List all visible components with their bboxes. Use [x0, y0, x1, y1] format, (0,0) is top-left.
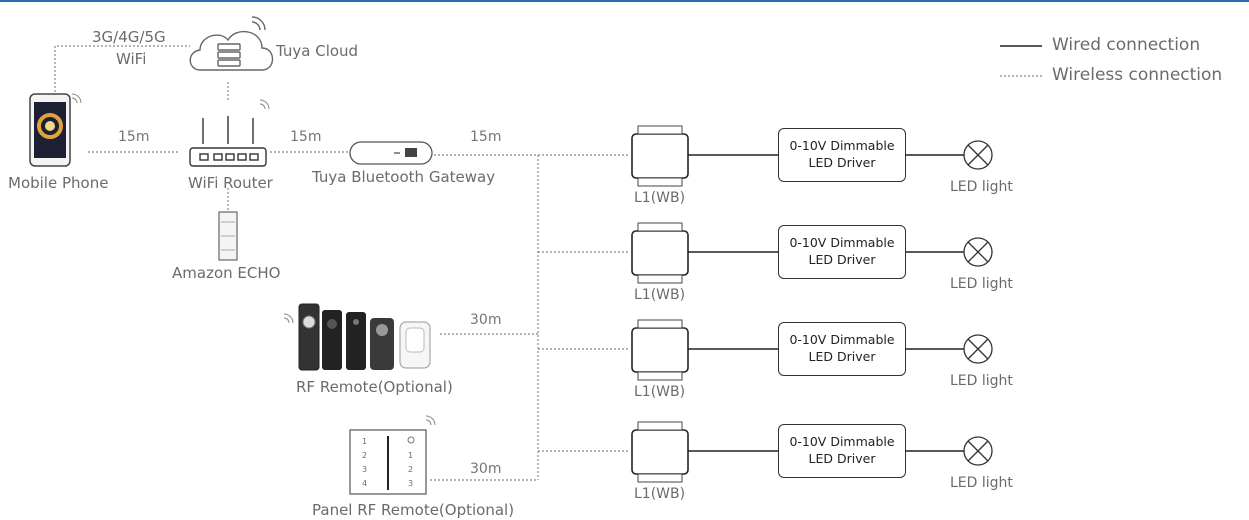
controller-label: L1(WB)	[634, 287, 686, 303]
controller-label: L1(WB)	[634, 190, 686, 206]
channel-2	[631, 222, 993, 284]
header-rule	[0, 0, 1249, 2]
panel-key-left-3: 3	[362, 465, 368, 474]
cloud-label: Tuya Cloud	[276, 42, 359, 60]
driver-line1: 0-10V Dimmable	[789, 332, 895, 348]
driver-line2: LED Driver	[808, 155, 876, 170]
led-light-label: LED light	[950, 475, 1013, 491]
distance-router-gateway: 15m	[290, 129, 322, 145]
panel-key-right-1: 1	[408, 451, 414, 460]
led-light-icon	[963, 334, 993, 364]
led-light-icon	[963, 436, 993, 466]
panel-key-right-3: 3	[408, 479, 414, 488]
led-driver-box: 0-10V Dimmable LED Driver	[778, 424, 906, 478]
wifi-router-icon	[189, 99, 270, 167]
led-driver-box: 0-10V Dimmable LED Driver	[778, 225, 906, 279]
tuya-gateway-icon	[349, 141, 433, 165]
distance-gateway-bus: 15m	[470, 129, 502, 145]
l1-controller-icon	[631, 429, 689, 475]
legend-wired-label: Wired connection	[1052, 35, 1201, 55]
wifi-label: WiFi	[116, 50, 147, 68]
distance-phone-router: 15m	[118, 129, 150, 145]
panel-key-left-2: 2	[362, 451, 368, 460]
l1-controller-icon	[631, 230, 689, 276]
phone-label: Mobile Phone	[8, 174, 109, 192]
driver-line2: LED Driver	[808, 451, 876, 466]
mobile-phone-icon	[29, 93, 82, 167]
driver-line1: 0-10V Dimmable	[789, 235, 895, 251]
channel-1	[631, 125, 993, 187]
controller-label: L1(WB)	[634, 384, 686, 400]
distance-rf-bus: 30m	[470, 312, 502, 328]
controller-label: L1(WB)	[634, 486, 686, 502]
panel-remote-label: Panel RF Remote(Optional)	[312, 501, 515, 519]
l1-controller-icon	[631, 133, 689, 179]
panel-key-left-4: 4	[362, 479, 368, 488]
legend-wireless-label: Wireless connection	[1052, 65, 1223, 85]
distance-panel-bus: 30m	[470, 461, 502, 477]
cellular-label: 3G/4G/5G	[92, 28, 166, 46]
driver-line2: LED Driver	[808, 252, 876, 267]
led-light-icon	[963, 237, 993, 267]
driver-line1: 0-10V Dimmable	[789, 138, 895, 154]
driver-line1: 0-10V Dimmable	[789, 434, 895, 450]
amazon-echo-icon	[218, 211, 238, 261]
led-driver-box: 0-10V Dimmable LED Driver	[778, 322, 906, 376]
gateway-label: Tuya Bluetooth Gateway	[312, 168, 496, 186]
led-driver-box: 0-10V Dimmable LED Driver	[778, 128, 906, 182]
led-light-label: LED light	[950, 179, 1013, 195]
wireless-links	[54, 45, 628, 481]
l1-controller-icon	[631, 327, 689, 373]
rf-remotes-icon	[283, 303, 431, 371]
cloud-icon	[189, 16, 274, 71]
led-light-label: LED light	[950, 373, 1013, 389]
driver-line2: LED Driver	[808, 349, 876, 364]
panel-key-left-1: 1	[362, 437, 368, 446]
rf-remote-label: RF Remote(Optional)	[296, 378, 453, 396]
router-label: WiFi Router	[188, 174, 273, 192]
link-phone-cloud	[54, 45, 190, 92]
led-light-icon	[963, 140, 993, 170]
channel-4	[631, 421, 993, 483]
panel-remote-icon	[349, 415, 436, 495]
panel-key-right-2: 2	[408, 465, 414, 474]
channel-3	[631, 319, 993, 381]
echo-label: Amazon ECHO	[172, 264, 281, 282]
led-light-label: LED light	[950, 276, 1013, 292]
